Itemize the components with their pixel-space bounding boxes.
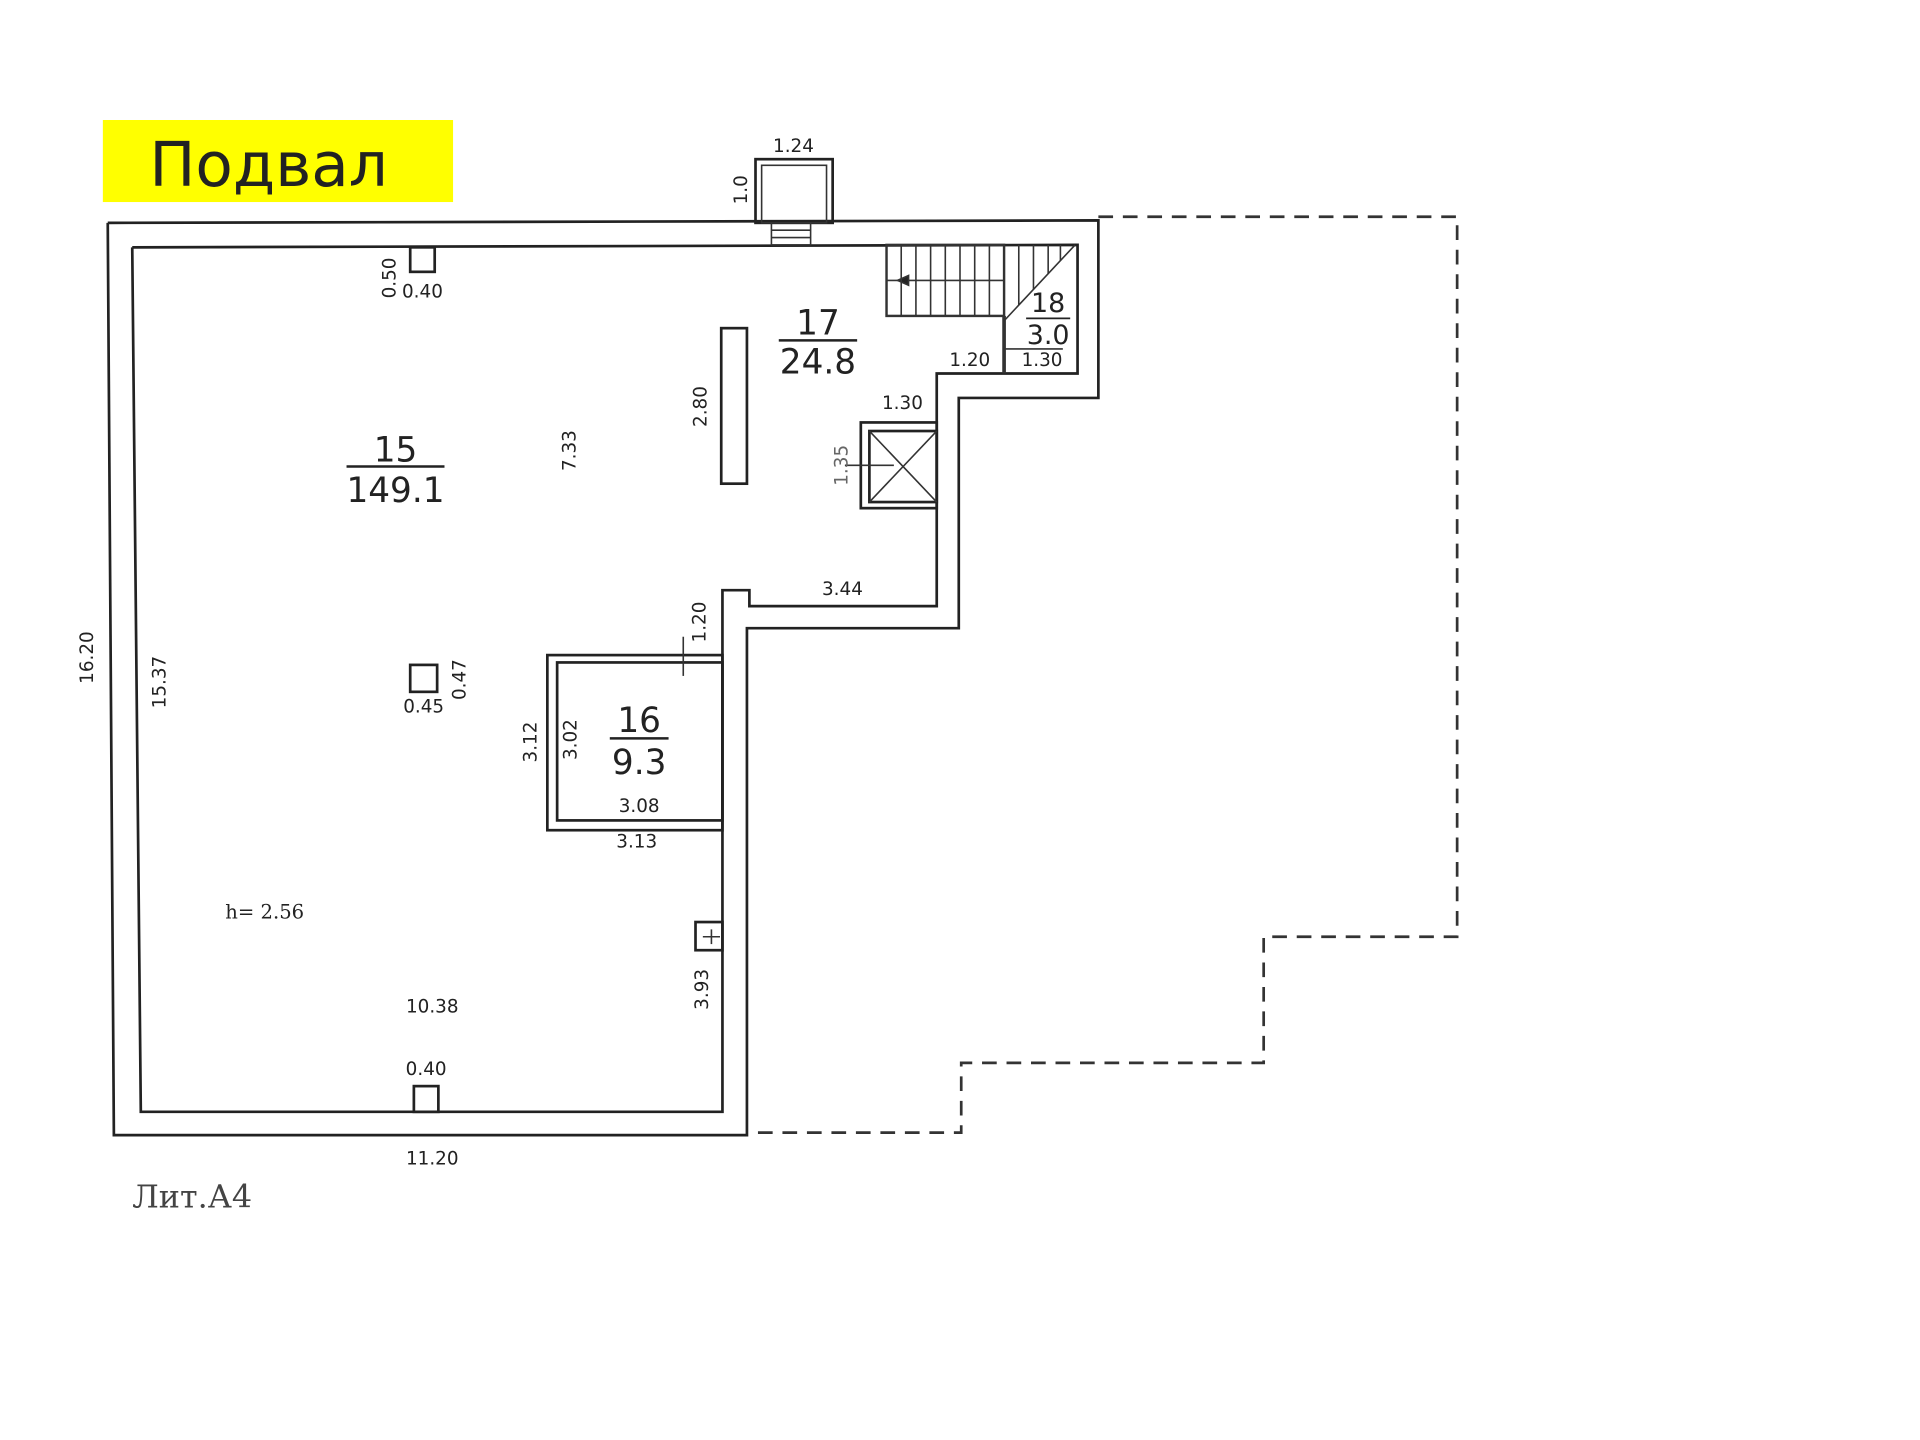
svg-text:149.1: 149.1 <box>346 471 444 511</box>
dim-stair-b: 1.30 <box>1022 350 1063 371</box>
page-title: Подвал <box>149 130 388 201</box>
room-17-label: 17 24.8 <box>778 303 858 382</box>
dim-room16-inner-w: 3.08 <box>619 796 660 817</box>
entrance <box>754 157 834 225</box>
svg-text:18: 18 <box>1031 288 1065 319</box>
svg-text:3.0: 3.0 <box>1027 320 1070 351</box>
dim-entrance-depth: 1.0 <box>731 175 752 204</box>
dim-door-offset: 1.20 <box>689 602 710 643</box>
dim-inner-left: 15.37 <box>149 656 170 709</box>
dim-stair-a: 1.20 <box>949 350 990 371</box>
building-label: Лит.А4 <box>132 1177 252 1215</box>
dim-room16-inner-h: 3.02 <box>561 719 582 760</box>
elevator-shaft <box>844 421 939 510</box>
dim-column-top-w: 0.40 <box>402 282 443 303</box>
dim-column-long: 2.80 <box>691 386 712 427</box>
svg-text:16: 16 <box>617 701 661 741</box>
svg-text:15: 15 <box>374 431 418 471</box>
dim-mid-height: 7.33 <box>560 430 581 471</box>
dim-outer-bottom: 11.20 <box>406 1148 459 1169</box>
column-bottom <box>412 1084 440 1114</box>
column-long <box>719 326 749 486</box>
column-top <box>408 245 437 274</box>
ceiling-height: h= 2.56 <box>225 900 304 923</box>
t-fixture <box>694 920 724 952</box>
room-16-label: 16 9.3 <box>609 701 669 783</box>
column-mid <box>408 663 439 694</box>
svg-text:24.8: 24.8 <box>780 342 856 382</box>
room-15-label: 15 149.1 <box>346 431 444 511</box>
adjacent-outline <box>749 215 1459 1134</box>
dim-column-mid-w: 0.45 <box>403 697 444 718</box>
room-18-label: 18 3.0 <box>1026 288 1071 351</box>
dim-corridor: 3.44 <box>822 579 863 600</box>
dim-room16-outer-h: 3.12 <box>520 722 541 763</box>
staircase <box>885 243 1076 374</box>
dim-elevator-w: 1.30 <box>882 393 923 414</box>
dim-outer-left: 16.20 <box>77 631 98 684</box>
dim-entrance-width: 1.24 <box>773 136 814 157</box>
dim-elevator-h: 1.35 <box>831 445 852 486</box>
outer-wall <box>106 219 1100 1137</box>
dim-column-mid-h: 0.47 <box>449 659 470 700</box>
dim-column-bottom-w: 0.40 <box>406 1059 447 1080</box>
svg-text:17: 17 <box>796 303 840 343</box>
dim-column-top-h: 0.50 <box>380 258 401 299</box>
title-highlight <box>102 120 454 203</box>
dim-inner-bottom: 10.38 <box>406 997 459 1018</box>
dim-right-lower: 3.93 <box>692 969 713 1010</box>
dim-room16-outer-w: 3.13 <box>616 831 657 852</box>
entrance-steps <box>770 222 812 246</box>
inner-wall <box>130 243 1079 1114</box>
svg-text:9.3: 9.3 <box>612 743 667 783</box>
